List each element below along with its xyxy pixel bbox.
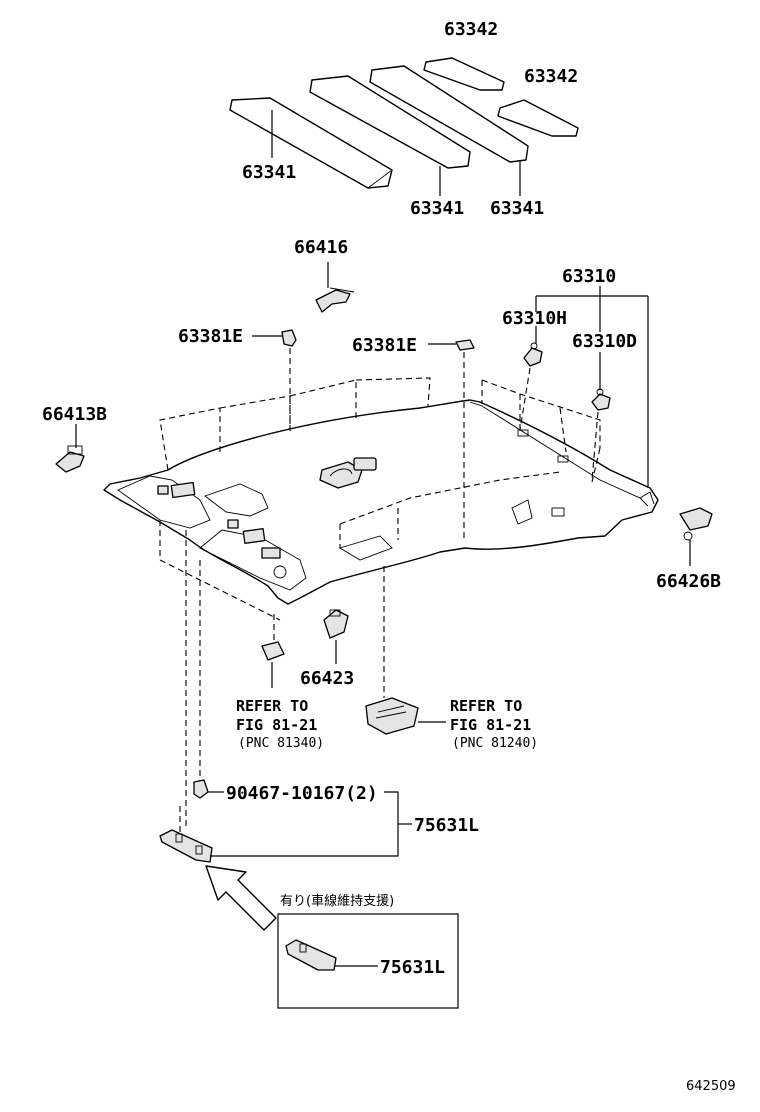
label-63341-left: 63341 bbox=[242, 162, 296, 183]
silencer-pad-63342-right bbox=[497, 99, 579, 137]
clip-66413b bbox=[55, 445, 85, 473]
label-63310h: 63310H bbox=[502, 308, 567, 329]
clip-66426b bbox=[679, 507, 713, 541]
label-63341-right: 63341 bbox=[490, 198, 544, 219]
ref-right-line1: REFER TO bbox=[450, 697, 522, 715]
clip-63310h bbox=[523, 342, 543, 367]
label-66426b: 66426B bbox=[656, 571, 721, 592]
lamp-ref-81240 bbox=[365, 697, 419, 735]
silencer-pad-63341-left bbox=[229, 97, 393, 189]
label-66416: 66416 bbox=[294, 237, 348, 258]
option-note: 有り(車線維持支援) bbox=[280, 893, 394, 909]
ref-left-line3: (PNC 81340) bbox=[238, 736, 324, 751]
bracket-75631l bbox=[159, 829, 213, 863]
clip-63310d bbox=[591, 388, 611, 411]
label-63342-top: 63342 bbox=[444, 19, 498, 40]
ref-right-line2: FIG 81-21 bbox=[450, 716, 531, 734]
clip-66423 bbox=[323, 609, 349, 639]
clip-63381e-mid bbox=[455, 339, 475, 351]
label-66423: 66423 bbox=[300, 668, 354, 689]
clip-63381e-left bbox=[281, 329, 297, 347]
figure-number: 642509 bbox=[686, 1079, 736, 1094]
silencer-pad-63342-top bbox=[423, 57, 505, 91]
label-63342-right: 63342 bbox=[524, 66, 578, 87]
label-63310d: 63310D bbox=[572, 331, 637, 352]
label-63381e-left: 63381E bbox=[178, 326, 243, 347]
label-90467-10167: 90467-10167(2) bbox=[226, 783, 378, 804]
silencer-pad-63341-right bbox=[369, 65, 529, 163]
clip-90467-10167 bbox=[193, 779, 209, 799]
label-63310: 63310 bbox=[562, 266, 616, 287]
roof-headlining-63310 bbox=[103, 399, 659, 605]
clip-66416 bbox=[315, 287, 355, 313]
label-63381e-mid: 63381E bbox=[352, 335, 417, 356]
label-66413b: 66413B bbox=[42, 404, 107, 425]
silencer-pad-63341-mid bbox=[309, 75, 471, 169]
lamp-ref-81340 bbox=[261, 641, 285, 661]
label-63341-mid: 63341 bbox=[410, 198, 464, 219]
arrow-icon bbox=[205, 865, 277, 931]
option-box bbox=[277, 913, 459, 1009]
ref-right-line3: (PNC 81240) bbox=[452, 736, 538, 751]
label-75631l-option: 75631L bbox=[380, 957, 445, 978]
ref-left-line1: REFER TO bbox=[236, 697, 308, 715]
ref-left-line2: FIG 81-21 bbox=[236, 716, 317, 734]
label-75631l-main: 75631L bbox=[414, 815, 479, 836]
bracket-75631l-option bbox=[285, 939, 337, 971]
